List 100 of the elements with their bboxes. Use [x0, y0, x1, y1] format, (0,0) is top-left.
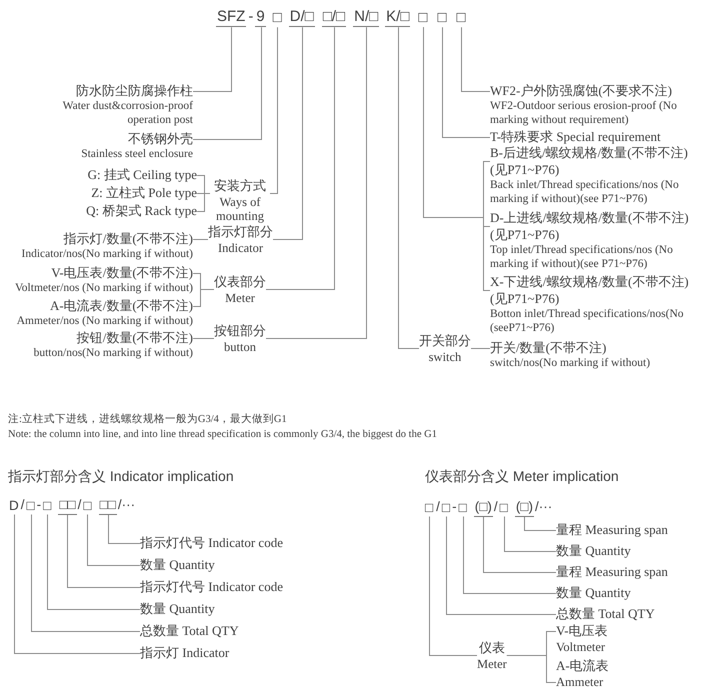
- description-text: Q: 桥架式 Rack type: [86, 202, 197, 219]
- note-text: Note: the column into line, and into line thread specification is commonly G3/4, the biggest do the G1: [8, 428, 437, 442]
- code-label: □: [456, 9, 467, 28]
- group-heading-translation: Meter: [225, 290, 255, 305]
- description-text: 数量 Quantity: [140, 601, 215, 617]
- leader-line: [506, 655, 556, 683]
- translation-text: Water dust&corrosion-proof operation post: [62, 99, 193, 127]
- description-text: G: 挂式 Ceiling type: [88, 166, 197, 183]
- translation-text: Botton inlet/Thread specifications/nos(No (seeP71~P76): [490, 307, 685, 335]
- description-text: 总数量 Total QTY: [140, 623, 239, 639]
- group-heading: 开关部分: [419, 333, 471, 349]
- note-text: 注:立柱式下进线，进线螺纹规格一般为G3/4，最大做到G1: [8, 413, 287, 427]
- leader-line: [446, 516, 556, 615]
- translation-text: switch/nos(No marking if without): [490, 356, 650, 370]
- description-text: 数量 Quantity: [556, 543, 631, 559]
- description-text: A-电流表: [556, 657, 609, 674]
- code-label: 9: [255, 8, 266, 28]
- leader-line: [272, 26, 303, 240]
- leader-line: [504, 516, 556, 552]
- group-heading: 仪表: [478, 640, 505, 656]
- leader-line: [108, 514, 140, 544]
- code-label: □□: [98, 497, 117, 515]
- group-heading: 安装方式: [214, 178, 266, 194]
- description-text: 量程 Measuring span: [556, 564, 668, 580]
- code-separator: /: [20, 497, 25, 514]
- description-text: 指示灯/数量(不带不注): [64, 230, 193, 247]
- description-text: V-电压表: [556, 622, 608, 639]
- code-label: □: [272, 9, 283, 28]
- code-label: □: [440, 500, 452, 517]
- code-label: □: [417, 9, 428, 28]
- leader-line: [87, 514, 140, 566]
- group-heading-translation: Ways of mounting: [215, 194, 265, 223]
- leader-line: [470, 348, 490, 349]
- leader-line: [483, 516, 556, 573]
- code-separator: -: [36, 497, 42, 514]
- leader-line: [463, 516, 556, 594]
- translation-text: Stainless steel enclosure: [81, 147, 193, 161]
- code-separator: /···: [118, 497, 136, 514]
- leader-line: [31, 514, 140, 632]
- group-heading-translation: button: [224, 339, 256, 354]
- translation-text: Voltmeter: [556, 639, 606, 655]
- description-text: Z: 立柱式 Pole type: [91, 184, 197, 201]
- code-separator: /: [436, 499, 440, 516]
- code-label: D: [8, 498, 20, 515]
- code-separator: /: [78, 497, 82, 514]
- group-heading: 按钮部分: [214, 323, 266, 339]
- translation-text: button/nos(No marking if without): [34, 346, 193, 360]
- description-text: 指示灯代号 Indicator code: [140, 579, 283, 595]
- translation-text: Top inlet/Thread specifications/nos (No marking if without)(see P71~P76): [490, 243, 674, 271]
- leader-line: [429, 516, 478, 656]
- code-separator: -: [248, 8, 254, 27]
- translation-text: Ammeter/nos (No marking if without): [16, 314, 193, 328]
- translation-text: Voltmeter/nos (No marking if without): [14, 281, 193, 295]
- code-label: D/□: [288, 8, 315, 28]
- leader-line: [196, 193, 210, 212]
- code-label: □/□: [322, 8, 346, 28]
- description-text: 开关/数量(不带不注): [490, 339, 606, 356]
- leader-line: [524, 516, 556, 531]
- leader-line: [266, 26, 367, 339]
- code-label: □: [424, 500, 434, 517]
- description-text: 不锈钢外壳: [128, 130, 193, 147]
- group-heading-translation: switch: [428, 349, 462, 364]
- code-label: □: [82, 498, 93, 515]
- translation-text: Ammeter: [556, 674, 604, 690]
- code-label: (□): [514, 499, 534, 517]
- translation-text: WF2-Outdoor serious erosion-proof (No marking without requirement): [490, 99, 678, 127]
- code-label: □: [436, 9, 448, 28]
- description-text: 指示灯 Indicator: [140, 645, 230, 661]
- description-text: 数量 Quantity: [140, 557, 215, 573]
- description-text: B-后进线/螺纹规格/数量(不带不注)(见P71~P76): [490, 144, 689, 178]
- description-text: V-电压表/数量(不带不注): [51, 264, 193, 281]
- description-text: 按钮/数量(不带不注): [76, 329, 193, 346]
- code-label: □: [458, 500, 468, 517]
- code-label: N/□: [353, 8, 380, 28]
- group-heading-translation: Indicator: [218, 240, 264, 255]
- code-label: (□): [474, 499, 493, 517]
- leader-line: [442, 26, 490, 138]
- leader-line: [67, 514, 140, 588]
- description-text: 量程 Measuring span: [556, 522, 668, 538]
- leader-line: [192, 239, 208, 240]
- group-heading-translation: Meter: [477, 656, 507, 671]
- code-label: K/□: [385, 8, 410, 28]
- description-text: X-下进线/螺纹规格/数量(不带不注)(见P71~P76): [490, 273, 690, 307]
- section-heading: 指示灯部分含义 Indicator implication: [8, 467, 234, 485]
- leader-line: [270, 26, 278, 194]
- leader-line: [192, 289, 214, 307]
- leader-line: [266, 26, 335, 290]
- description-text: 数量 Quantity: [556, 585, 631, 601]
- leader-line: [14, 514, 140, 654]
- translation-text: Indicator/nos(No marking if without): [21, 247, 193, 261]
- code-label: □: [42, 498, 52, 515]
- description-text: 指示灯代号 Indicator code: [140, 535, 283, 551]
- description-text: D-上进线/螺纹规格/数量(不带不注)(见P71~P76): [490, 209, 690, 243]
- leader-line: [192, 26, 262, 140]
- description-text: 防水防尘防腐操作柱: [76, 82, 193, 99]
- leader-line: [398, 26, 420, 349]
- code-label: □□: [58, 497, 77, 515]
- translation-text: Back inlet/Thread specifications/nos (No marking if without)(see P71~P76): [490, 178, 680, 206]
- code-label: SFZ: [216, 8, 246, 28]
- leader-line: [192, 338, 214, 339]
